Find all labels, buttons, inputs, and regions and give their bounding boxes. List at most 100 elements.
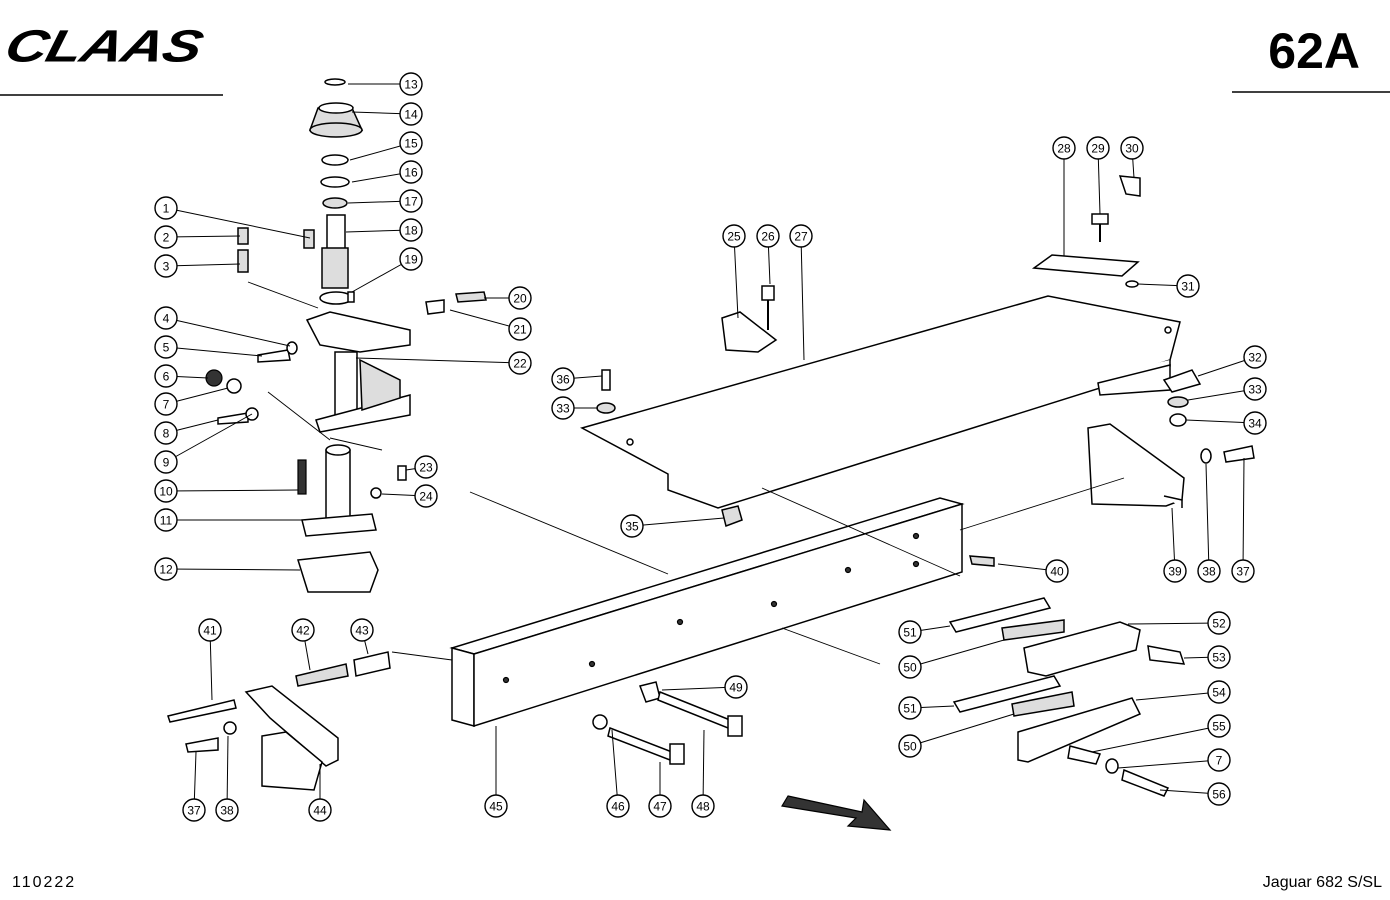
callout-number: 7 xyxy=(163,398,170,412)
callout-21: 21 xyxy=(508,317,532,341)
callout-circle xyxy=(1207,680,1231,704)
callout-number: 51 xyxy=(903,702,917,716)
callout-35: 35 xyxy=(620,514,644,538)
callout-circle xyxy=(154,557,178,581)
callout-number: 36 xyxy=(556,373,570,387)
callout-12: 12 xyxy=(154,557,178,581)
callout-number: 45 xyxy=(489,800,503,814)
callout-number: 43 xyxy=(355,624,369,638)
callout-number: 20 xyxy=(513,292,527,306)
callout-circle xyxy=(414,484,438,508)
callout-number: 9 xyxy=(163,456,170,470)
callout-circle xyxy=(1243,411,1267,435)
callout-33: 33 xyxy=(551,396,575,420)
callout-circle xyxy=(1207,714,1231,738)
callout-number: 56 xyxy=(1212,788,1226,802)
callout-circle xyxy=(1052,136,1076,160)
leader-line xyxy=(1242,457,1245,572)
callout-30: 30 xyxy=(1120,136,1144,160)
callout-number: 19 xyxy=(404,253,418,267)
callout-7: 7 xyxy=(154,392,178,416)
callout-number: 49 xyxy=(729,681,743,695)
pillar-assembly xyxy=(297,444,407,593)
leader-line xyxy=(1091,725,1220,753)
callout-19: 19 xyxy=(399,247,423,271)
callout-number: 37 xyxy=(187,804,201,818)
callout-circle xyxy=(154,450,178,474)
callout-8: 8 xyxy=(154,421,178,445)
callout-number: 35 xyxy=(625,520,639,534)
callout-22: 22 xyxy=(508,351,532,375)
leader-line xyxy=(800,235,805,361)
callout-circle xyxy=(1197,559,1221,583)
callout-10: 10 xyxy=(154,479,178,503)
model-name: Jaguar 682 S/SL xyxy=(1262,874,1382,891)
leader-line xyxy=(165,207,311,239)
clamp-parts xyxy=(948,597,1186,797)
callout-20: 20 xyxy=(508,286,532,310)
callout-14: 14 xyxy=(399,102,423,126)
callout-number: 42 xyxy=(296,624,310,638)
leader-line xyxy=(165,346,263,357)
callout-circle xyxy=(154,196,178,220)
callout-number: 11 xyxy=(160,514,173,528)
callout-circle xyxy=(399,189,423,213)
callout-number: 52 xyxy=(1212,617,1226,631)
leader-line xyxy=(1135,691,1220,701)
leader-line xyxy=(909,639,1005,668)
callout-number: 30 xyxy=(1125,142,1139,156)
callout-number: 1 xyxy=(163,202,170,216)
callout-number: 37 xyxy=(1236,565,1250,579)
callout-51: 51 xyxy=(898,620,922,644)
callout-circle xyxy=(1207,748,1231,772)
callout-circle xyxy=(350,618,374,642)
callout-number: 48 xyxy=(696,800,710,814)
callout-circle xyxy=(898,696,922,720)
callout-number: 21 xyxy=(513,323,527,337)
callout-15: 15 xyxy=(399,131,423,155)
callout-46: 46 xyxy=(606,794,630,818)
callout-39: 39 xyxy=(1163,559,1187,583)
callout-circle xyxy=(484,794,508,818)
callout-36: 36 xyxy=(551,367,575,391)
callout-circle xyxy=(154,392,178,416)
callout-circle xyxy=(154,364,178,388)
callout-number: 27 xyxy=(794,230,808,244)
callout-circle xyxy=(551,396,575,420)
callout-circle xyxy=(154,335,178,359)
callout-50: 50 xyxy=(898,734,922,758)
callout-circle xyxy=(722,224,746,248)
callout-circle xyxy=(691,794,715,818)
callout-circle xyxy=(182,798,206,822)
callout-number: 41 xyxy=(203,624,217,638)
upper-beam xyxy=(580,175,1202,527)
callout-number: 33 xyxy=(1248,383,1262,397)
leader-line xyxy=(165,235,241,238)
callout-number: 2 xyxy=(163,231,170,245)
leader-line xyxy=(165,263,241,267)
page-number: 62A xyxy=(1268,23,1360,79)
right-bracket xyxy=(969,423,1255,567)
leader-line xyxy=(733,235,739,319)
callout-49: 49 xyxy=(724,675,748,699)
callout-number: 26 xyxy=(761,230,775,244)
leader-line xyxy=(1205,463,1210,572)
callout-number: 31 xyxy=(1181,280,1195,294)
callout-42: 42 xyxy=(291,618,315,642)
callout-24: 24 xyxy=(414,484,438,508)
callout-circle xyxy=(551,367,575,391)
callout-number: 4 xyxy=(163,312,170,326)
callout-number: 10 xyxy=(159,485,173,499)
callout-31: 31 xyxy=(1176,274,1200,298)
callout-number: 33 xyxy=(556,402,570,416)
callout-circle xyxy=(399,247,423,271)
callout-circle xyxy=(508,286,532,310)
callout-11: 11 xyxy=(154,508,178,532)
bracket-assembly xyxy=(205,227,487,433)
callout-circle xyxy=(724,675,748,699)
callout-41: 41 xyxy=(198,618,222,642)
callout-number: 24 xyxy=(419,490,433,504)
callout-number: 14 xyxy=(404,108,418,122)
leader-line xyxy=(631,517,725,527)
callout-45: 45 xyxy=(484,794,508,818)
